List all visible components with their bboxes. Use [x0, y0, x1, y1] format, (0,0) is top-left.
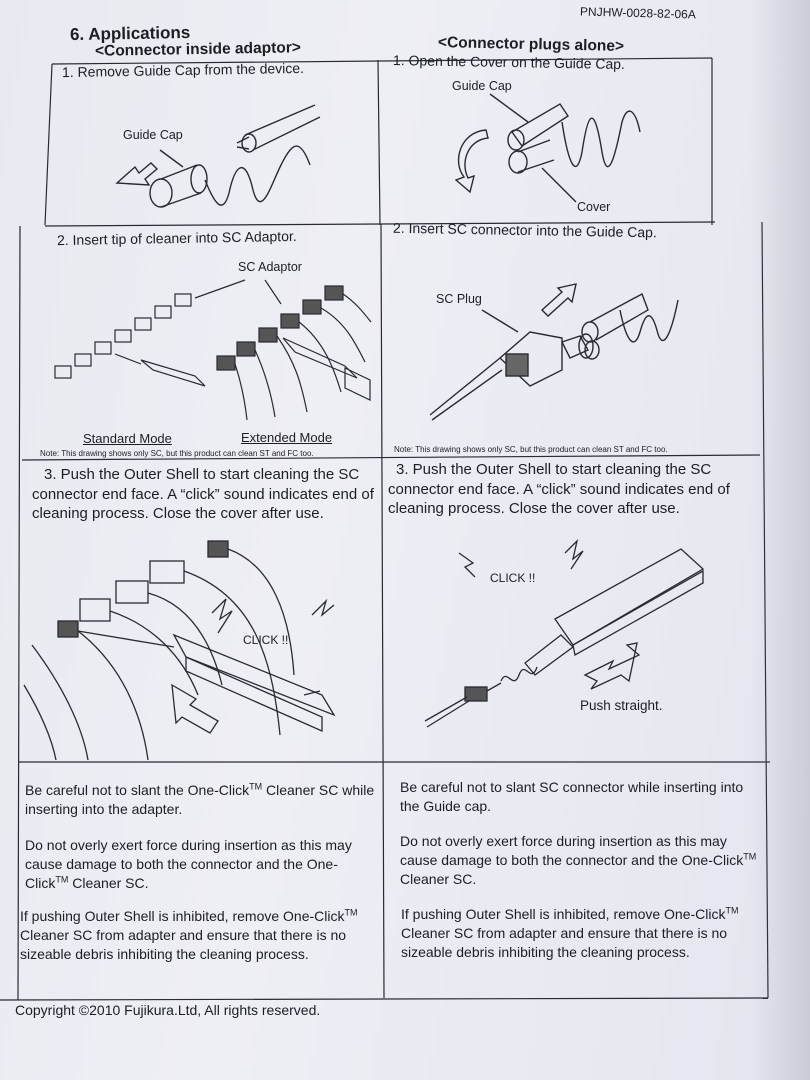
right-step1-text: 1. Open the Cover on the Guide Cap. [392, 51, 626, 73]
right-caution-2: Do not overly exert force during inserti… [400, 833, 757, 887]
left-note: Note: This drawing shows only SC, but th… [40, 449, 314, 458]
right-step3-text: 3. Push the Outer Shell to start cleanin… [388, 461, 730, 517]
left-sc-adaptor-label: SC Adaptor [238, 260, 302, 274]
left-caution-1: Be careful not to slant the One-ClickTM … [25, 781, 375, 817]
right-push-cleaning-illustration [424, 538, 705, 728]
push-straight-label: Push straight. [580, 698, 663, 713]
right-click-label: CLICK !! [490, 571, 536, 585]
right-step2-text: 2. Insert SC connector into the Guide Ca… [392, 219, 657, 241]
sc-adaptor-insertion-illustration [54, 279, 372, 421]
open-cover-illustration [454, 93, 641, 203]
right-caution-1: Be careful not to slant SC connector whi… [400, 779, 744, 814]
left-step1-text: 1. Remove Guide Cap from the device. [61, 59, 305, 81]
left-click-label: CLICK !! [243, 633, 289, 647]
left-caution-2: Do not overly exert force during inserti… [25, 837, 352, 891]
guide-cap-removal-illustration [115, 104, 321, 208]
right-cover-label: Cover [577, 200, 611, 214]
left-step3-text: 3. Push the Outer Shell to start cleanin… [32, 466, 374, 522]
document-number: PNJHW-0028-82-06A [579, 4, 696, 22]
right-caution-3: If pushing Outer Shell is inhibited, rem… [401, 905, 739, 960]
page-shadow [750, 0, 810, 1080]
right-guide-cap-label: Guide Cap [452, 79, 512, 93]
left-guide-cap-label: Guide Cap [123, 128, 183, 142]
left-column-header: <Connector inside adaptor> [94, 39, 301, 60]
left-caution-3: If pushing Outer Shell is inhibited, rem… [20, 907, 358, 962]
right-sc-plug-label: SC Plug [436, 292, 482, 306]
right-note: Note: This drawing shows only SC, but th… [394, 445, 668, 454]
left-push-cleaning-illustration [23, 540, 336, 760]
extended-mode-label: Extended Mode [241, 430, 333, 445]
sc-plug-insertion-illustration [429, 283, 679, 421]
copyright-text: Copyright ©2010 Fujikura.Ltd, All rights… [15, 1002, 321, 1018]
standard-mode-label: Standard Mode [83, 431, 172, 446]
left-step2-text: 2. Insert tip of cleaner into SC Adaptor… [56, 227, 297, 249]
